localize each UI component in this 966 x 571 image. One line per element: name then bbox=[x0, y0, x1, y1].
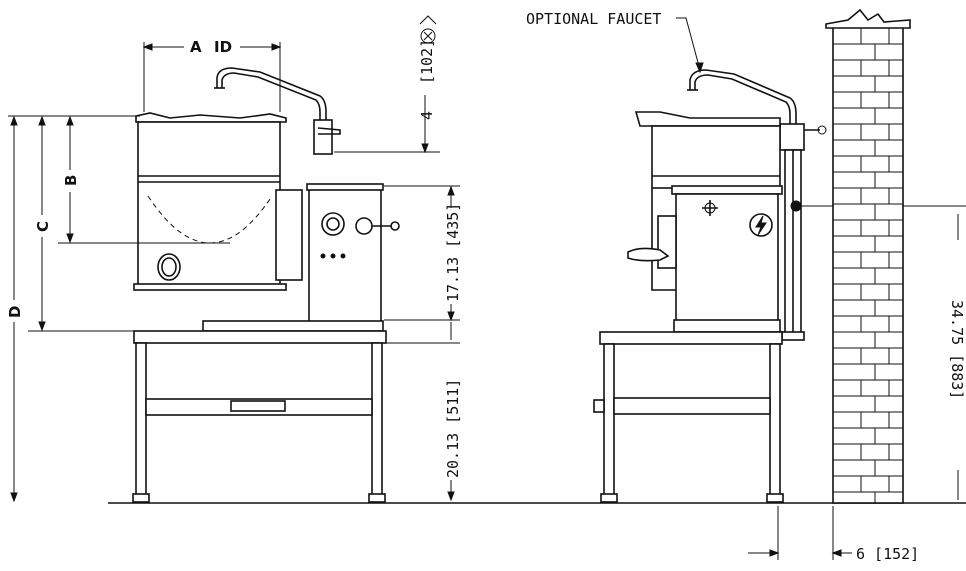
front-table-top bbox=[133, 330, 387, 344]
dimension-6: 6 [152] bbox=[748, 506, 919, 563]
dimension-20-13: 20.13 [511] bbox=[386, 322, 462, 502]
side-tilt-handle bbox=[627, 247, 670, 262]
side-faucet-valve bbox=[779, 123, 805, 151]
label-dim-id: ID bbox=[214, 38, 232, 56]
label-dim-6: 6 [152] bbox=[856, 545, 919, 563]
side-leg-left bbox=[603, 343, 615, 497]
side-table-top bbox=[599, 331, 783, 345]
front-leg-right bbox=[371, 342, 383, 498]
label-dim-4-mm: [102] bbox=[418, 39, 436, 84]
side-view: OPTIONAL FAUCET bbox=[526, 10, 966, 503]
side-kettle-body bbox=[651, 125, 781, 189]
front-dial bbox=[321, 212, 345, 236]
label-dim-d: D bbox=[6, 306, 24, 318]
label-dim-4: 4 bbox=[418, 111, 436, 120]
electrical-hazard-icon bbox=[749, 213, 773, 237]
front-tilt-knob bbox=[355, 217, 373, 235]
side-faucet-spout bbox=[689, 69, 797, 124]
front-faucet-body bbox=[313, 119, 333, 155]
front-kettle-lid bbox=[135, 112, 287, 123]
dimension-17-13: 17.13 [435] bbox=[384, 185, 462, 322]
dimension-d: D bbox=[6, 115, 28, 503]
front-faucet-spout bbox=[216, 67, 327, 120]
label-dim-20-13: 20.13 [511] bbox=[444, 379, 462, 478]
water-inlet-icon bbox=[419, 15, 437, 44]
dimension-34-75: 34.75 [883] bbox=[948, 214, 966, 500]
side-crossbar bbox=[613, 397, 771, 415]
dimension-c: C bbox=[28, 115, 134, 332]
front-table-shelf bbox=[202, 320, 384, 332]
dimension-a: A ID bbox=[142, 38, 282, 112]
dimension-b: B bbox=[58, 115, 230, 244]
label-dim-17-13: 17.13 [435] bbox=[444, 203, 462, 302]
brick-wall bbox=[825, 8, 911, 504]
label-dim-34-75: 34.75 [883] bbox=[948, 300, 966, 399]
front-kettle-body bbox=[137, 121, 281, 287]
front-leg-left bbox=[135, 342, 147, 498]
side-leg-right bbox=[769, 343, 781, 497]
label-optional-faucet: OPTIONAL FAUCET bbox=[526, 10, 661, 28]
side-kettle-lid bbox=[634, 111, 781, 127]
drain-icon bbox=[702, 200, 718, 216]
side-control-pedestal bbox=[675, 193, 779, 323]
front-control-pedestal bbox=[308, 185, 382, 323]
front-drain-port bbox=[157, 253, 181, 281]
label-dim-a: A bbox=[190, 38, 202, 56]
label-dim-c: C bbox=[34, 221, 52, 232]
dimension-4: 4 [102] bbox=[334, 15, 440, 154]
front-view bbox=[132, 67, 400, 503]
label-dim-b: B bbox=[62, 175, 80, 186]
